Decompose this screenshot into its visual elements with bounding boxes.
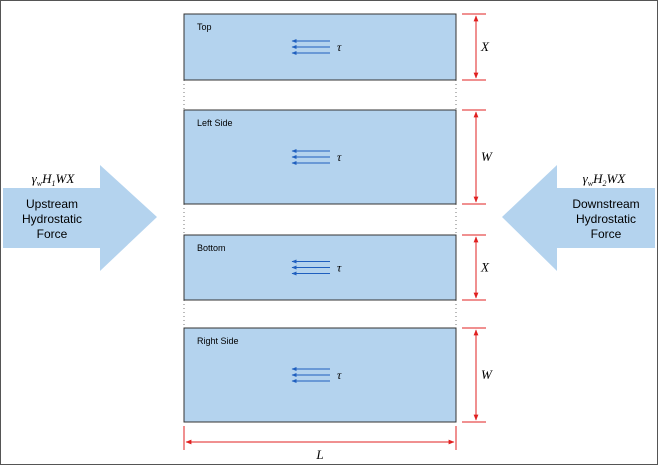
shear-symbol: τ <box>337 261 342 275</box>
downstream-arrow-shape <box>502 165 655 271</box>
panel-label: Bottom <box>197 243 226 253</box>
panel-right-side: Right Side τ W <box>183 327 493 423</box>
panel-label: Right Side <box>197 336 239 346</box>
downstream-line-3: Force <box>591 227 622 241</box>
shear-symbol: τ <box>337 150 342 164</box>
upstream-force: γwH1WX Upstream Hydrostatic Force <box>3 165 157 271</box>
panel-label: Left Side <box>197 118 233 128</box>
panel-left-side: Left Side τ W <box>183 109 493 205</box>
upstream-formula: γwH1WX <box>32 171 76 188</box>
upstream-line-2: Hydrostatic <box>22 212 82 226</box>
dimension-label: X <box>480 260 490 275</box>
dimension-label: W <box>481 149 493 164</box>
downstream-line-1: Downstream <box>572 197 639 211</box>
length-label: L <box>315 447 323 462</box>
shear-symbol: τ <box>337 368 342 382</box>
panel-bottom: Bottom τ X <box>183 234 490 301</box>
upstream-line-3: Force <box>37 227 68 241</box>
upstream-line-1: Upstream <box>26 197 78 211</box>
downstream-force: γwH2WX Downstream Hydrostatic Force <box>502 165 655 271</box>
downstream-line-2: Hydrostatic <box>576 212 636 226</box>
shear-symbol: τ <box>337 40 342 54</box>
length-dimension: L <box>183 426 457 462</box>
dimension-label: W <box>481 367 493 382</box>
dimension-label: X <box>480 39 490 54</box>
downstream-formula: γwH2WX <box>583 171 627 188</box>
dotted-connectors <box>183 80 457 328</box>
upstream-arrow-shape <box>3 165 157 271</box>
panel-top: Top τ X <box>183 13 490 81</box>
panel-label: Top <box>197 22 212 32</box>
